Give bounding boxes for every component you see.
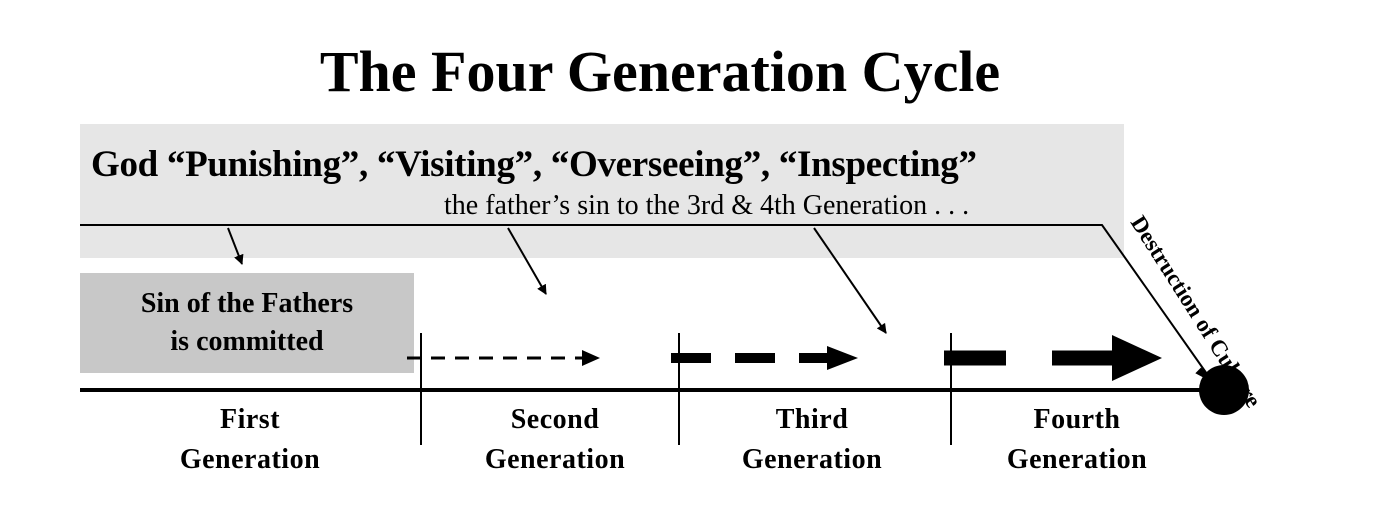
banner-connector-line [80, 224, 1208, 375]
diagram-title: The Four Generation Cycle [319, 39, 1001, 104]
third-generation-arrowhead [827, 346, 858, 370]
banner-subheading: the father’s sin to the 3rd & 4th Genera… [444, 190, 970, 221]
second-generation-arrowhead [582, 350, 600, 366]
endpoint-label: Destruction of Culture [1126, 211, 1266, 412]
origin-box: Sin of the Fathers is committed [80, 273, 414, 373]
banner-heading: God “Punishing”, “Visiting”, “Overseeing… [91, 144, 977, 185]
banner-background [80, 124, 1124, 258]
generation-label-second: Second Generation [484, 404, 626, 475]
pointer-arrow-third [813, 227, 887, 334]
generation-label-fourth: Fourth Generation [1006, 404, 1148, 475]
generation-label-third: Third Generation [741, 404, 883, 475]
pointer-arrow-first [227, 227, 244, 265]
origin-box-text: Sin of the Fathers is committed [140, 288, 354, 357]
endpoint-dot [1199, 365, 1249, 415]
generation-label-first: First Generation [179, 404, 321, 475]
pointer-arrow-second [507, 227, 547, 295]
fourth-generation-arrowhead [1112, 335, 1162, 381]
